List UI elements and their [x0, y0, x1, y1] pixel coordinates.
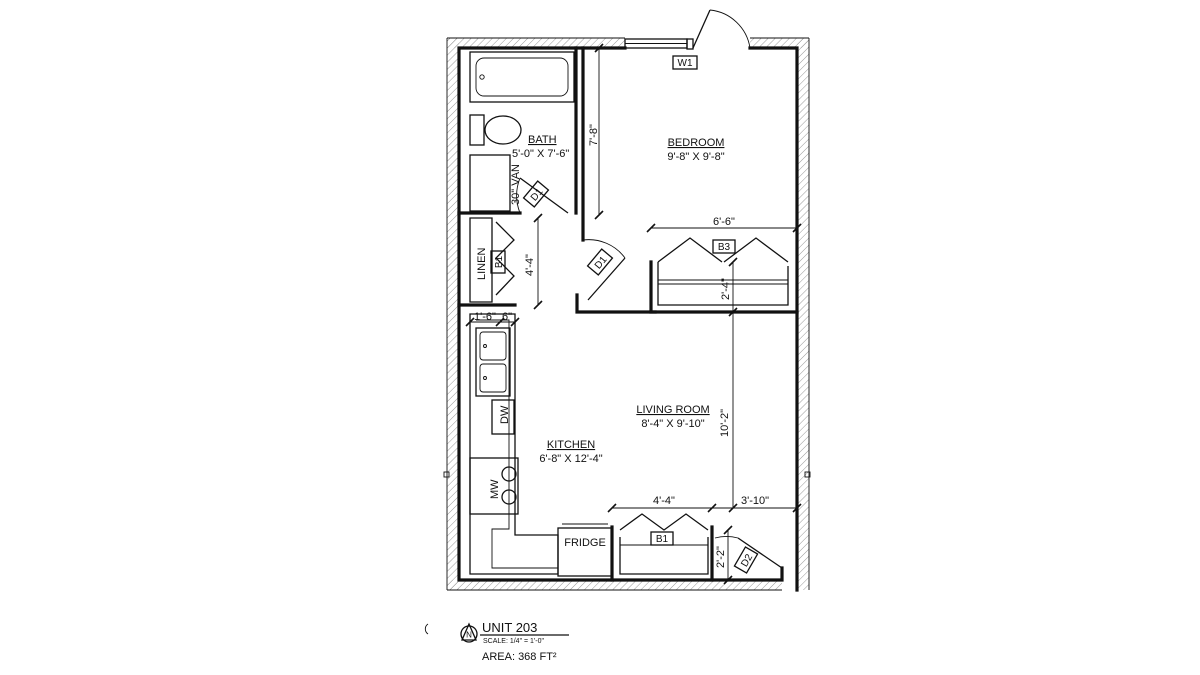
dim-closet-width: 6'-6" [713, 216, 735, 228]
kitchen-sink [475, 327, 511, 397]
interior-walls [457, 46, 799, 582]
dim-closet-depth: 2'-4" [720, 278, 732, 300]
dishwasher [491, 399, 515, 435]
microwave-label: MW [489, 479, 501, 499]
tag-d2: D2 [733, 546, 759, 574]
bedroom-door [582, 239, 626, 301]
living-closet-bifold [619, 513, 709, 531]
tag-b3: B3 [712, 239, 736, 254]
exterior-walls [443, 37, 811, 592]
dim-living-closet: 4'-4" [653, 495, 675, 507]
range [469, 457, 519, 515]
dimension-lines [465, 43, 802, 585]
tag-d1-bedroom: D1 [586, 248, 614, 276]
dim-hall: 4'-4" [524, 254, 536, 276]
dishwasher-label: DW [499, 405, 511, 424]
svg-text:B1: B1 [656, 534, 669, 545]
bedroom-name: BEDROOM [668, 137, 725, 149]
dim-bedroom-height: 7'-8" [588, 124, 600, 146]
dim-right-gap: 3'-10" [741, 495, 769, 507]
vanity [469, 154, 511, 212]
toilet [469, 114, 522, 146]
dim-living-height: 10'-2" [719, 409, 731, 437]
linen-label: LINEN [476, 248, 488, 280]
refrigerator [557, 523, 613, 577]
scale-text: SCALE: 1/4" = 1'-0" [483, 638, 544, 645]
tag-b1-linen: B1 [490, 250, 506, 274]
kitchen-name: KITCHEN [547, 439, 595, 451]
bedroom-closet-bifold [657, 237, 789, 263]
window-w1 [624, 38, 694, 50]
dim-entry: 2'-2" [715, 546, 727, 568]
bedroom-size: 9'-8" X 9'-8" [667, 151, 724, 163]
vanity-label: 30" VAN [510, 164, 522, 205]
svg-text:W1: W1 [678, 58, 693, 69]
north-arrow-icon: N [466, 631, 472, 640]
kitchen-counter [469, 313, 559, 575]
bedroom-exterior-door [692, 9, 751, 49]
entry-door [714, 536, 783, 569]
bath-size: 5'-0" X 7'-6" [512, 148, 569, 160]
dim-counter-b: 6" [502, 311, 512, 323]
exterior-wall-hatch [447, 38, 809, 590]
dim-counter-a: 1'-6" [474, 311, 496, 323]
bath-name: BATH [528, 134, 557, 146]
svg-text:B3: B3 [718, 242, 731, 253]
kitchen-size: 6'-8" X 12'-4" [539, 453, 602, 465]
area-text: AREA: 368 FT² [482, 651, 557, 663]
tag-w1: W1 [672, 55, 698, 70]
living-room-size: 8'-4" X 9'-10" [641, 418, 704, 430]
unit-title: UNIT 203 [482, 620, 537, 635]
tag-b1-living: B1 [650, 531, 674, 546]
bathtub [469, 51, 575, 103]
tag-d1-bath: D1 [522, 180, 550, 208]
svg-text:B1: B1 [494, 255, 505, 268]
title-block: N UNIT 203 SCALE: 1/4" = 1'-0" AREA: 368… [424, 620, 569, 663]
living-room-name: LIVING ROOM [636, 404, 709, 416]
fridge-label: FRIDGE [564, 537, 606, 549]
linen-bifold [495, 221, 515, 296]
